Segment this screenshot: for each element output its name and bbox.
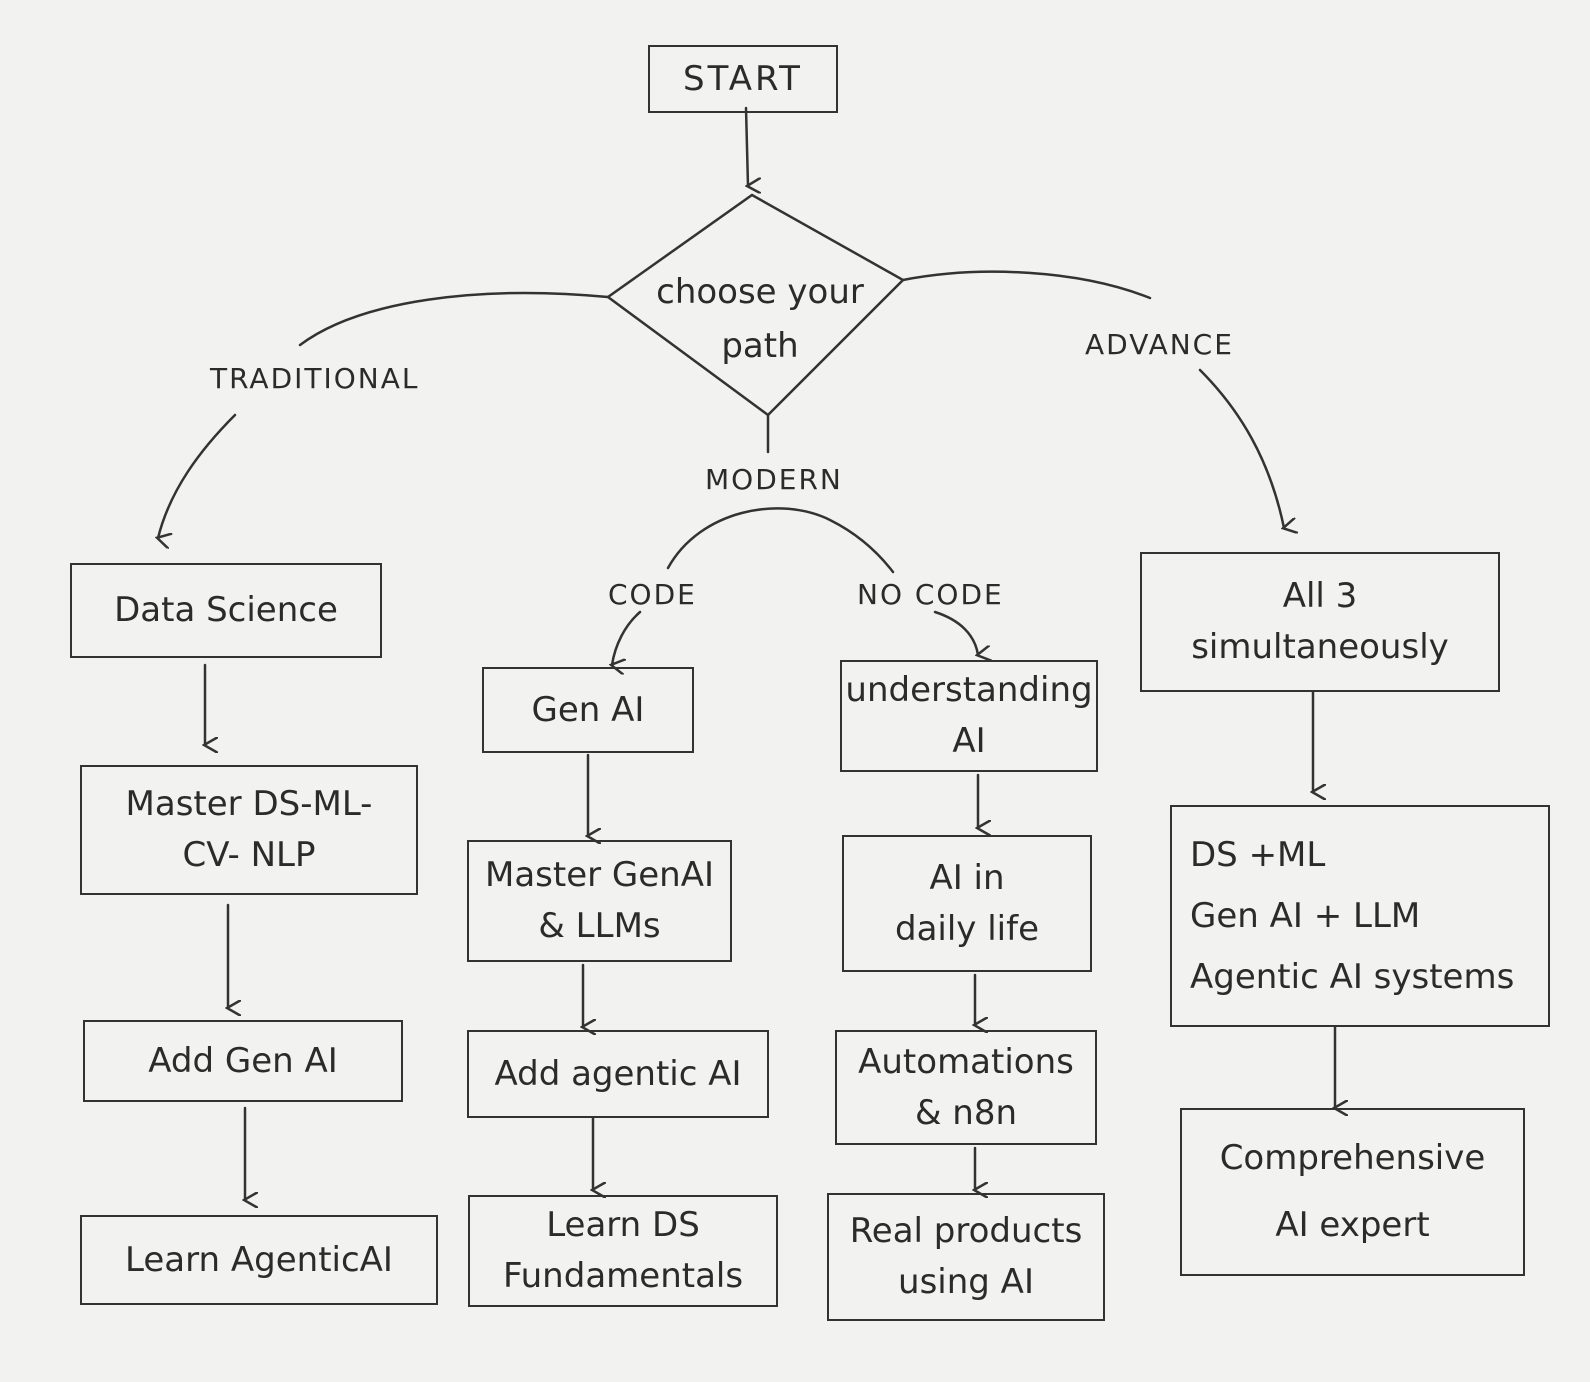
advance-arrow: [1198, 368, 1284, 528]
branch-code-label: CODE: [608, 578, 697, 611]
start-to-decision-arrow: [744, 106, 748, 186]
step-text: using AI: [898, 1262, 1034, 1302]
code-step-4: Learn DS Fundamentals: [468, 1195, 778, 1307]
code-step-1: Gen AI: [482, 667, 694, 753]
branch-no-code-label: NO CODE: [857, 578, 1004, 611]
step-text: Add Gen AI: [148, 1040, 338, 1081]
step-text: Fundamentals: [502, 1256, 744, 1296]
step-text: Learn DS: [546, 1205, 700, 1245]
no-code-step-1: understanding AI: [840, 660, 1098, 772]
branch-advance-label: ADVANCE: [1085, 328, 1234, 361]
traditional-step-1: Data Science: [70, 563, 382, 658]
step-text: Master GenAI: [484, 855, 715, 895]
start-label: START: [683, 58, 803, 99]
advance-curve: [901, 270, 1152, 300]
no-code-arrow: [933, 610, 978, 655]
step-text: AI in: [929, 857, 1005, 898]
step-text: Automations: [858, 1041, 1074, 1082]
step-text: Comprehensive: [1219, 1138, 1486, 1178]
step-text: simultaneously: [1191, 627, 1449, 667]
no-code-step-4: Real products using AI: [827, 1193, 1105, 1321]
traditional-step-4: Learn AgenticAI: [80, 1215, 438, 1305]
step-text: DS +ML: [1190, 834, 1326, 875]
traditional-arrow: [158, 413, 237, 538]
branch-modern-label: MODERN: [705, 463, 843, 496]
step-text: AI: [952, 721, 986, 761]
step-text: CV- NLP: [182, 835, 316, 875]
step-text: Learn AgenticAI: [125, 1239, 393, 1280]
step-text: & LLMs: [538, 906, 661, 946]
step-text: AI expert: [1275, 1205, 1430, 1245]
advance-step-1: All 3 simultaneously: [1140, 552, 1500, 692]
branch-traditional-label: TRADITIONAL: [210, 362, 420, 395]
step-text: Gen AI: [531, 689, 645, 730]
code-step-2: Master GenAI & LLMs: [467, 840, 732, 962]
step-text: daily life: [894, 908, 1040, 949]
advance-step-3: Comprehensive AI expert: [1180, 1108, 1525, 1276]
step-text: understanding: [845, 670, 1093, 710]
step-text: All 3: [1282, 576, 1358, 616]
step-text: Master DS-ML-: [125, 784, 373, 824]
step-text: Agentic AI systems: [1190, 956, 1515, 997]
step-text: Data Science: [114, 590, 338, 630]
step-text: & n8n: [914, 1092, 1018, 1133]
traditional-step-3: Add Gen AI: [83, 1020, 403, 1102]
traditional-step-2: Master DS-ML- CV- NLP: [80, 765, 418, 895]
code-step-3: Add agentic AI: [467, 1030, 769, 1118]
step-text: Add agentic AI: [494, 1053, 742, 1094]
no-code-step-2: AI in daily life: [842, 835, 1092, 972]
modern-fork: [666, 507, 895, 574]
step-text: Gen AI + LLM: [1190, 895, 1421, 936]
decision-line-1: choose your: [656, 272, 864, 312]
code-arrow: [612, 610, 642, 665]
start-node: START: [648, 45, 838, 113]
no-code-step-3: Automations & n8n: [835, 1030, 1097, 1145]
step-text: Real products: [849, 1211, 1083, 1251]
advance-step-2: DS +ML Gen AI + LLM Agentic AI systems: [1170, 805, 1550, 1027]
traditional-curve: [298, 291, 610, 347]
decision-node: choose your path: [630, 265, 890, 374]
decision-line-2: path: [721, 326, 799, 367]
